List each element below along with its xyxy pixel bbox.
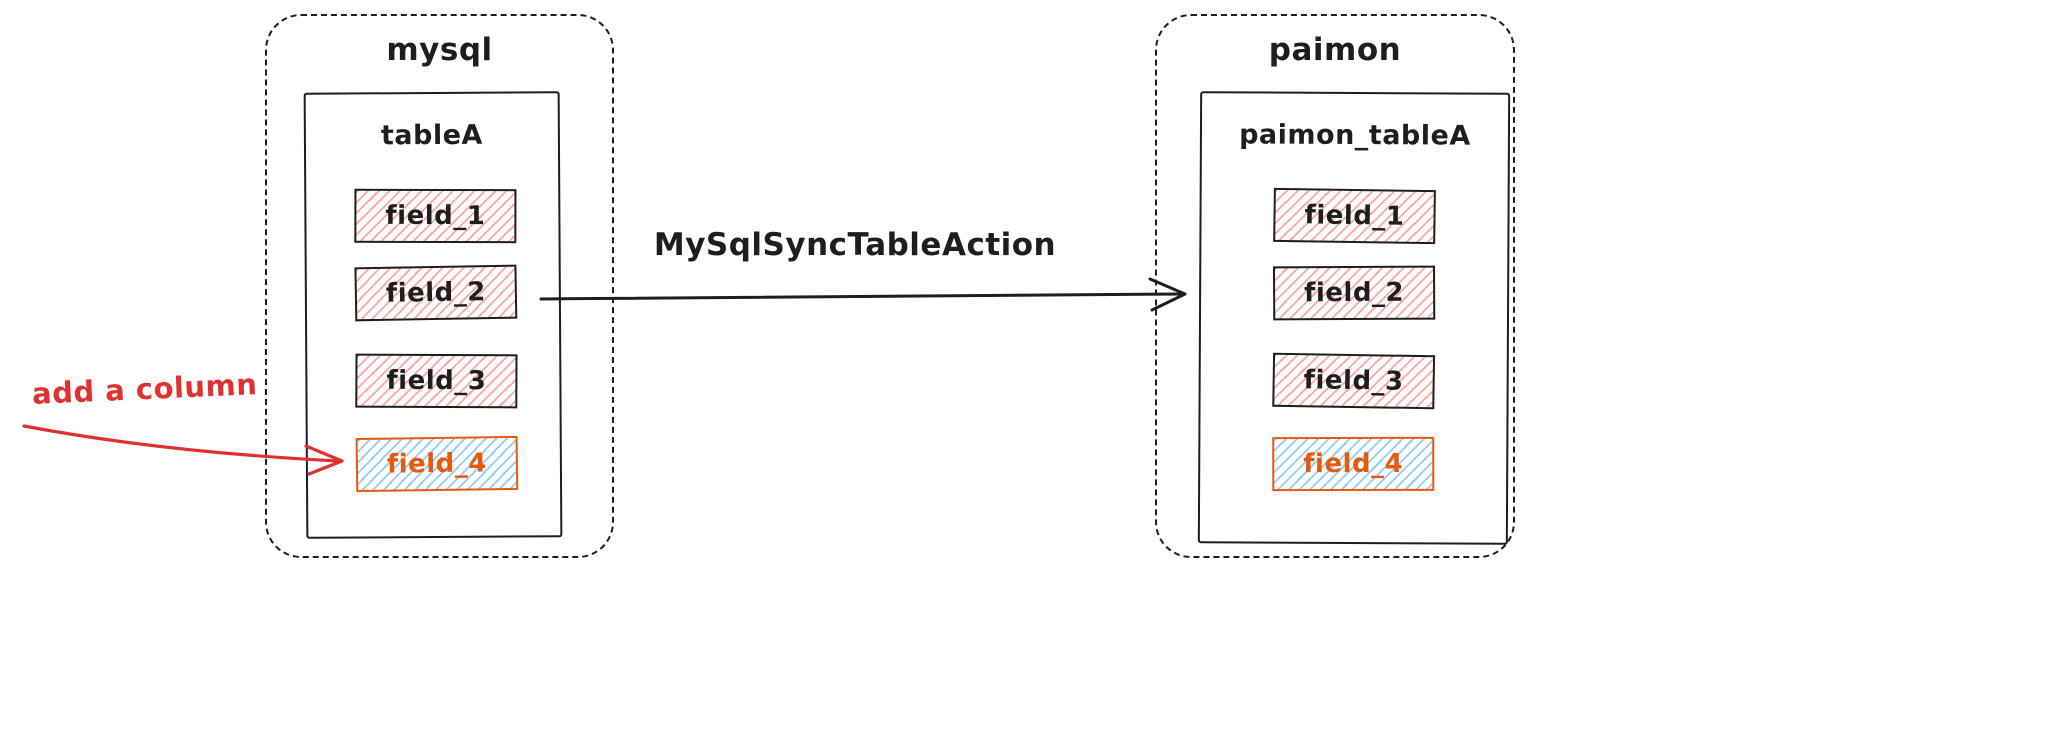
paimon-field-1: field_1 xyxy=(1273,187,1436,245)
mysql-field-4-new-column: field_4 xyxy=(355,435,519,493)
paimon-field-3: field_3 xyxy=(1272,352,1436,410)
paimon-field-1-label: field_1 xyxy=(1304,200,1405,232)
add-column-annotation: add a column xyxy=(31,367,259,411)
mysql-group-container: mysql tableA field_1 field_2 field_3 fie… xyxy=(265,14,614,558)
paimon-field-3-label: field_3 xyxy=(1303,365,1404,397)
mysql-field-4-label: field_4 xyxy=(386,448,488,480)
mysql-table-title: tableA xyxy=(380,119,483,152)
paimon-field-4-label: field_4 xyxy=(1303,448,1404,480)
paimon-field-2: field_2 xyxy=(1272,265,1436,321)
mysql-table-box: tableA field_1 field_2 field_3 field_4 xyxy=(303,91,563,539)
mysql-group-title: mysql xyxy=(386,32,493,68)
paimon-field-4-new-column: field_4 xyxy=(1272,436,1435,492)
paimon-field-2-label: field_2 xyxy=(1304,277,1405,309)
paimon-group-container: paimon paimon_tableA field_1 field_2 fie… xyxy=(1155,14,1515,558)
mysql-field-1: field_1 xyxy=(354,188,517,244)
mysql-field-3-label: field_3 xyxy=(386,365,487,397)
mysql-field-3: field_3 xyxy=(355,353,518,409)
mysql-field-2-label: field_2 xyxy=(385,277,487,309)
paimon-group-title: paimon xyxy=(1268,32,1402,68)
paimon-table-title: paimon_tableA xyxy=(1239,119,1471,152)
paimon-table-box: paimon_tableA field_1 field_2 field_3 fi… xyxy=(1197,91,1511,545)
mysql-field-1-label: field_1 xyxy=(385,200,486,232)
sync-arrow-line xyxy=(539,292,1184,301)
sync-action-label: MySqlSyncTableAction xyxy=(653,227,1057,263)
mysql-field-2: field_2 xyxy=(354,264,518,322)
